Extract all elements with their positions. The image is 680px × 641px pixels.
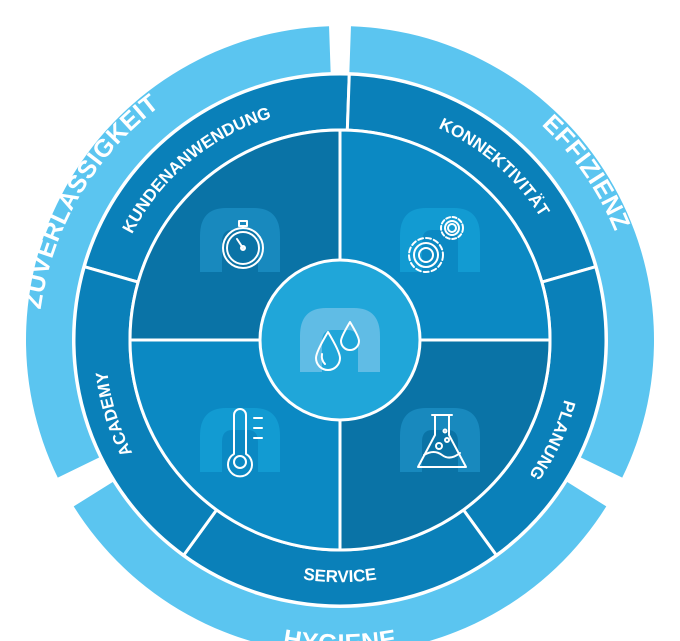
water-drops-icon — [315, 321, 360, 371]
middle-label-service: SERVICE — [302, 565, 377, 587]
outer-segment-1 — [26, 26, 331, 478]
thermometer-icon — [227, 408, 263, 478]
outer-segment-2 — [349, 26, 654, 478]
gears-icon — [408, 216, 464, 273]
center-circle — [258, 258, 422, 422]
stopwatch-icon — [222, 220, 264, 269]
outer-segment-3 — [73, 482, 607, 641]
middle-ring — [72, 72, 608, 608]
outer-ring — [26, 26, 654, 641]
outer-label-hygiene: HYGIENE — [281, 625, 398, 641]
flask-icon — [417, 414, 467, 468]
